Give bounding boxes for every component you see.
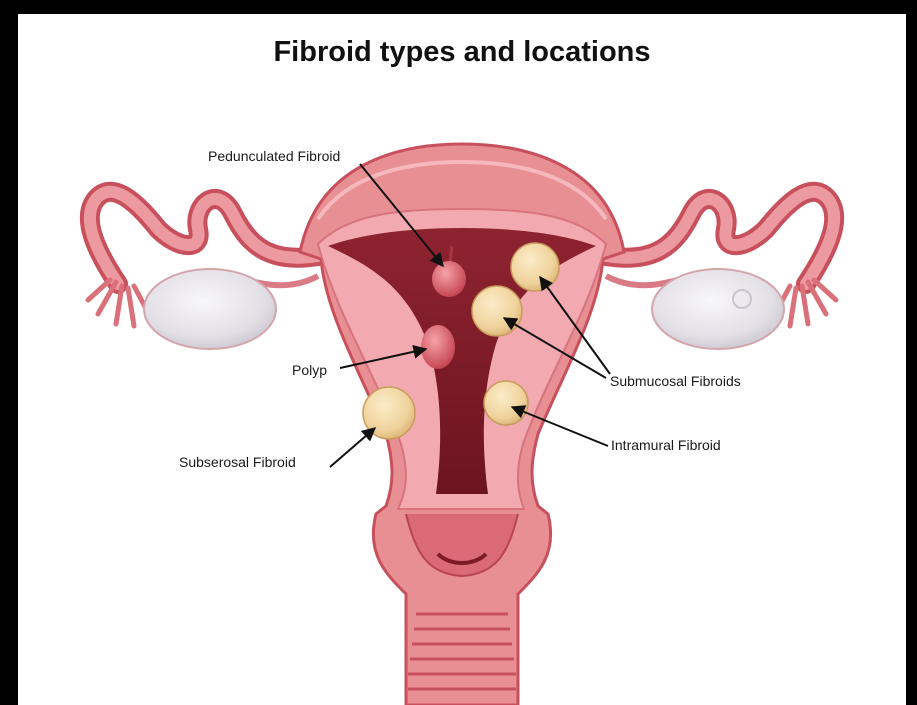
- polyp: [421, 325, 455, 369]
- ovary-left: [144, 269, 318, 349]
- label-subserosal: Subserosal Fibroid: [179, 454, 296, 470]
- uterus-body: [300, 144, 624, 705]
- label-intramural: Intramural Fibroid: [611, 437, 721, 453]
- intramural-fibroid: [484, 381, 528, 425]
- diagram-frame: Fibroid types and locations: [18, 14, 906, 705]
- label-pedunculated: Pedunculated Fibroid: [208, 148, 340, 164]
- ovary-right: [606, 269, 784, 349]
- label-submucosal: Submucosal Fibroids: [610, 373, 741, 389]
- uterus-illustration: Pedunculated Fibroid Polyp Subserosal Fi…: [18, 14, 906, 705]
- submucosal-fibroid-lower: [472, 286, 522, 336]
- submucosal-fibroid-upper: [511, 243, 559, 291]
- arrow-subserosal: [330, 428, 375, 467]
- label-polyp: Polyp: [292, 362, 327, 378]
